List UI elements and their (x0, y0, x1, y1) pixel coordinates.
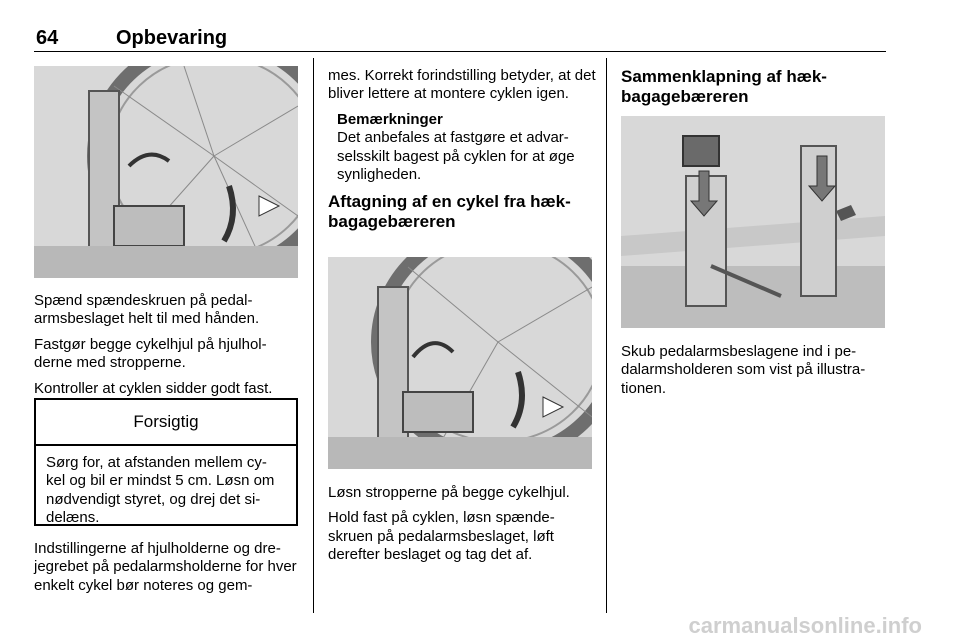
caution-title: Forsigtig (36, 400, 296, 446)
section-heading: Sammenklapning af hæk-bagagebæreren (621, 67, 827, 106)
folding-carrier-illustration (621, 116, 885, 328)
column-divider-1 (313, 58, 314, 613)
bike-removal-illustration (328, 257, 592, 469)
bike-mount-illustration-1 (34, 66, 298, 278)
paragraph: Indstillingerne af hjulholderne og dre-j… (34, 540, 297, 594)
caution-text: Sørg for, at afstanden mellem cy-kel og … (46, 454, 275, 527)
section-heading: Aftagning af en cykel fra hæk-bagagebære… (328, 192, 571, 232)
header-rule (34, 51, 886, 52)
note-title: Bemærkninger (337, 110, 443, 128)
paragraph: mes. Korrekt forindstilling betyder, at … (328, 67, 596, 103)
paragraph: Skub pedalarmsbeslagene ind i pe-dalarms… (621, 343, 866, 397)
page-number: 64 (36, 27, 59, 49)
paragraph: Hold fast på cyklen, løsn spænde-skruen … (328, 509, 555, 564)
note-text: Det anbefales at fastgøre et advar-selss… (337, 129, 575, 184)
caution-box: Forsigtig Sørg for, at afstanden mellem … (34, 398, 298, 526)
page-title: Opbevaring (116, 27, 228, 49)
paragraph: Fastgør begge cykelhjul på hjulhol-derne… (34, 335, 267, 372)
paragraph: Spænd spændeskruen på pedal-armsbeslaget… (34, 292, 260, 328)
column-divider-2 (606, 58, 607, 613)
watermark: carmanualsonline.info (688, 613, 923, 638)
paragraph: Kontroller at cyklen sidder godt fast. (34, 379, 273, 397)
paragraph: Løsn stropperne på begge cykelhjul. (328, 484, 570, 501)
